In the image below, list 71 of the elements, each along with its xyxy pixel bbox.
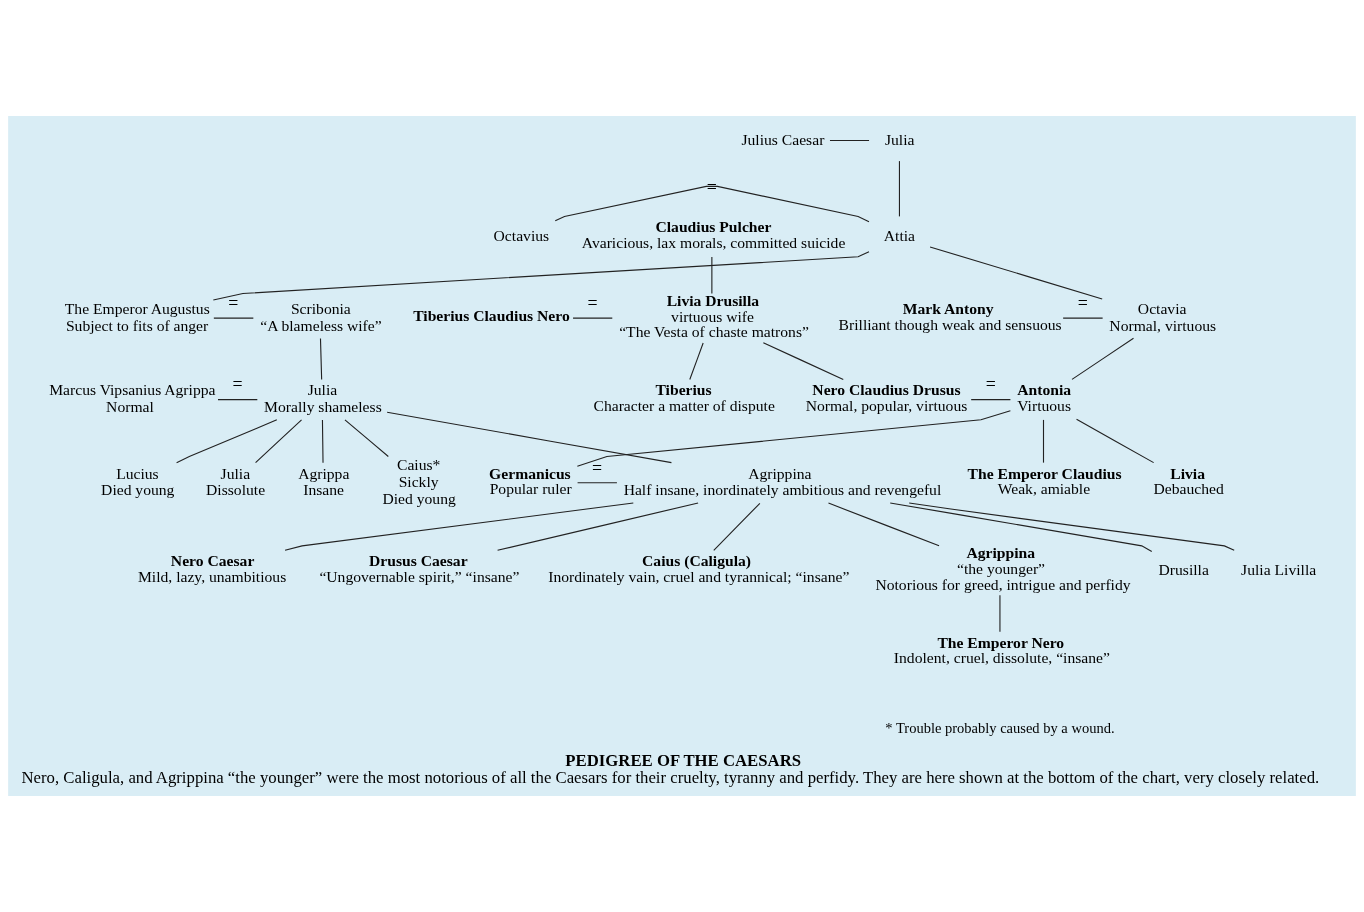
node-text: Agrippa Insane (298, 464, 350, 499)
connector (970, 399, 1011, 401)
node-text: Julius Caesar (741, 130, 825, 148)
connector (176, 419, 278, 464)
node-text: Nero Caesar Mild, lazy, unambitious (137, 552, 287, 585)
connector (829, 140, 870, 142)
connector (212, 251, 870, 301)
connector (319, 337, 323, 381)
caption: Nero, Caligula, and Agrippina “the younger” were the most notorious of all the Caesars for their cruelty, tyranny and perfidy. They are here shown at the bottom of the chart, very closely related. (21, 767, 1320, 787)
edge-label: = (228, 292, 239, 313)
node-text: Caius (Caligula) Inordinately vain, cruel and tyrannical; “insane” (548, 552, 850, 585)
node-text: Attia (883, 226, 916, 244)
connector (908, 502, 1235, 551)
connector (344, 419, 389, 458)
node-text: Julia Dissolute (206, 464, 266, 499)
edge-label: = (592, 457, 603, 478)
connector (827, 502, 940, 547)
node-text: Scribonia “A blameless wife” (260, 299, 382, 334)
node-text: Claudius Pulcher Avaricious, lax morals, committed suicide (581, 218, 846, 251)
node-text: Livia Drusilla virtuous wife “The Vesta of chaste matrons” (619, 292, 809, 341)
connector (1062, 317, 1104, 319)
node-text: Mark Antony Brilliant though weak and sensuous (838, 299, 1062, 333)
connector (554, 185, 870, 223)
node-text: Livia Debauched (1153, 464, 1224, 498)
connector (1076, 418, 1155, 464)
connector (898, 160, 900, 217)
edge-label: = (587, 292, 598, 313)
node-text: Agrippina Half insane, inordinately ambitious and revengeful (623, 464, 942, 499)
connector (1042, 419, 1045, 464)
node-text: Lucius Died young (101, 464, 175, 499)
node-text: Drusilla (1158, 560, 1209, 578)
node-text: Drusus Caesar “Ungovernable spirit,” “insane” (319, 552, 520, 585)
connector (577, 482, 618, 484)
connector (711, 256, 713, 294)
connector (217, 399, 258, 401)
connector (255, 419, 303, 464)
node-text: The Emperor Claudius Weak, amiable (967, 464, 1122, 498)
node-text: Julia Livilla (1241, 560, 1317, 578)
node-text: Germanicus Popular ruler (489, 464, 572, 498)
connector (999, 594, 1001, 633)
connector (1071, 337, 1135, 380)
connector (762, 342, 844, 380)
node-text: The Emperor Augustus Subject to fits of anger (64, 299, 210, 334)
node-text: Tiberius Claudius Nero (413, 307, 570, 325)
label: * Trouble probably caused by a wound. (885, 719, 1115, 736)
node-text: Marcus Vipsanius Agrippa Normal (49, 381, 216, 416)
edge-label: = (1077, 292, 1088, 313)
connector (576, 410, 1011, 467)
connector (497, 502, 699, 551)
node-text: Antonia Virtuous (1017, 381, 1072, 414)
node-text: Agrippina “the younger” Notorious for greed, intrigue and perfidy (875, 544, 1131, 593)
node-text: The Emperor Nero Indolent, cruel, dissolute, “insane” (893, 633, 1110, 667)
edge-label: = (985, 374, 996, 395)
node-text: Julia (884, 130, 915, 148)
node-text: Julia Morally shameless (264, 381, 382, 416)
connector (713, 502, 761, 551)
connector (213, 317, 254, 319)
connector (321, 419, 324, 464)
connector (689, 342, 704, 381)
connector (929, 246, 1103, 300)
connector (386, 411, 672, 464)
connector (284, 502, 634, 551)
diagram-title: PEDIGREE OF THE CAESARS (565, 750, 802, 770)
node-text: Caius* Sickly Died young (382, 456, 456, 507)
node-text: Octavius (493, 226, 550, 244)
edge-label: = (232, 374, 243, 395)
node-text: Tiberius Character a matter of dispute (593, 381, 775, 414)
node-text: Nero Claudius Drusus Normal, popular, virtuous (805, 381, 968, 414)
connector (572, 317, 613, 319)
connector (889, 502, 1153, 553)
node-text: Octavia Normal, virtuous (1109, 299, 1217, 334)
